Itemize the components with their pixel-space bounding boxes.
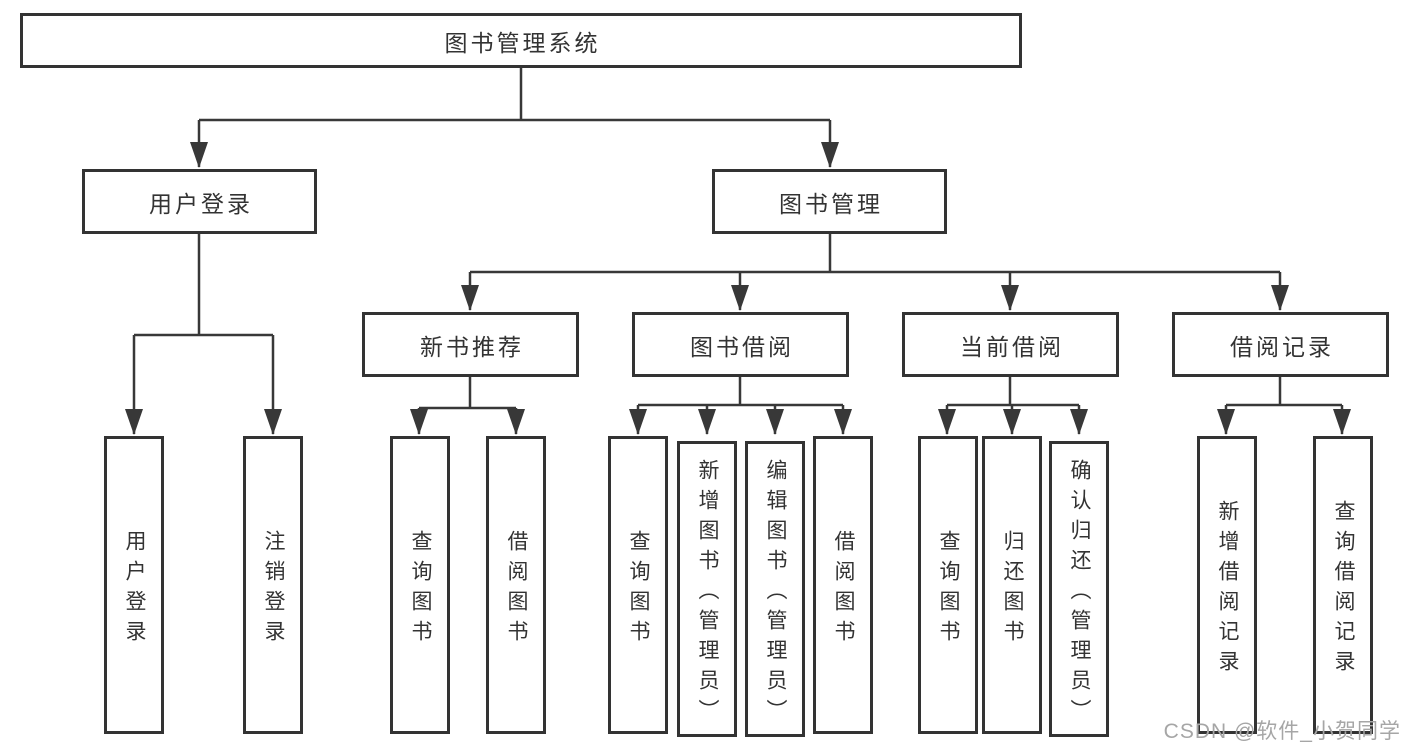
leaf-query-books-current: 查询图书 bbox=[918, 436, 978, 734]
leaf-query-borrow-record: 查询借阅记录 bbox=[1313, 436, 1373, 734]
node-label: 确认归还（管理员） bbox=[1068, 458, 1091, 729]
csdn-watermark: CSDN @软件_小贺同学 bbox=[1163, 720, 1401, 743]
node-label: 注销登录 bbox=[262, 529, 285, 650]
node-label: 用户登录 bbox=[123, 529, 146, 650]
node-label: 借阅图书 bbox=[832, 529, 855, 650]
node-user-login: 用户登录 bbox=[82, 169, 317, 234]
node-label: 新书推荐 bbox=[420, 333, 524, 360]
leaf-query-books-borrow: 查询图书 bbox=[608, 436, 668, 734]
node-label: 图书管理 bbox=[779, 190, 883, 217]
node-label: 当前借阅 bbox=[960, 333, 1064, 360]
leaf-borrow-books-recommend: 借阅图书 bbox=[486, 436, 546, 734]
node-label: 借阅图书 bbox=[505, 529, 528, 650]
node-label: 图书管理系统 bbox=[444, 29, 601, 56]
node-label: 图书借阅 bbox=[690, 333, 794, 360]
node-label: 查询图书 bbox=[627, 529, 650, 650]
node-label: 用户登录 bbox=[149, 190, 253, 217]
leaf-query-books-recommend: 查询图书 bbox=[390, 436, 450, 734]
leaf-add-books-admin: 新增图书（管理员） bbox=[677, 441, 737, 737]
node-book-management: 图书管理 bbox=[712, 169, 947, 234]
node-borrowing-records: 借阅记录 bbox=[1172, 312, 1389, 377]
leaf-edit-books-admin: 编辑图书（管理员） bbox=[745, 441, 805, 737]
node-label: 新增图书（管理员） bbox=[696, 458, 719, 729]
node-label: 查询图书 bbox=[937, 529, 960, 650]
node-current-borrowing: 当前借阅 bbox=[902, 312, 1119, 377]
node-book-borrowing: 图书借阅 bbox=[632, 312, 849, 377]
leaf-borrow-books: 借阅图书 bbox=[813, 436, 873, 734]
leaf-confirm-return-admin: 确认归还（管理员） bbox=[1049, 441, 1109, 737]
node-label: 新增借阅记录 bbox=[1216, 499, 1239, 680]
node-new-book-recommendation: 新书推荐 bbox=[362, 312, 579, 377]
node-library-management-system: 图书管理系统 bbox=[20, 13, 1022, 68]
leaf-return-books: 归还图书 bbox=[982, 436, 1042, 734]
node-label: 查询借阅记录 bbox=[1332, 499, 1355, 680]
leaf-add-borrow-record: 新增借阅记录 bbox=[1197, 436, 1257, 734]
node-label: 借阅记录 bbox=[1230, 333, 1334, 360]
node-label: 归还图书 bbox=[1001, 529, 1024, 650]
leaf-logout: 注销登录 bbox=[243, 436, 303, 734]
node-label: 编辑图书（管理员） bbox=[764, 458, 787, 729]
node-label: 查询图书 bbox=[409, 529, 432, 650]
leaf-user-login: 用户登录 bbox=[104, 436, 164, 734]
